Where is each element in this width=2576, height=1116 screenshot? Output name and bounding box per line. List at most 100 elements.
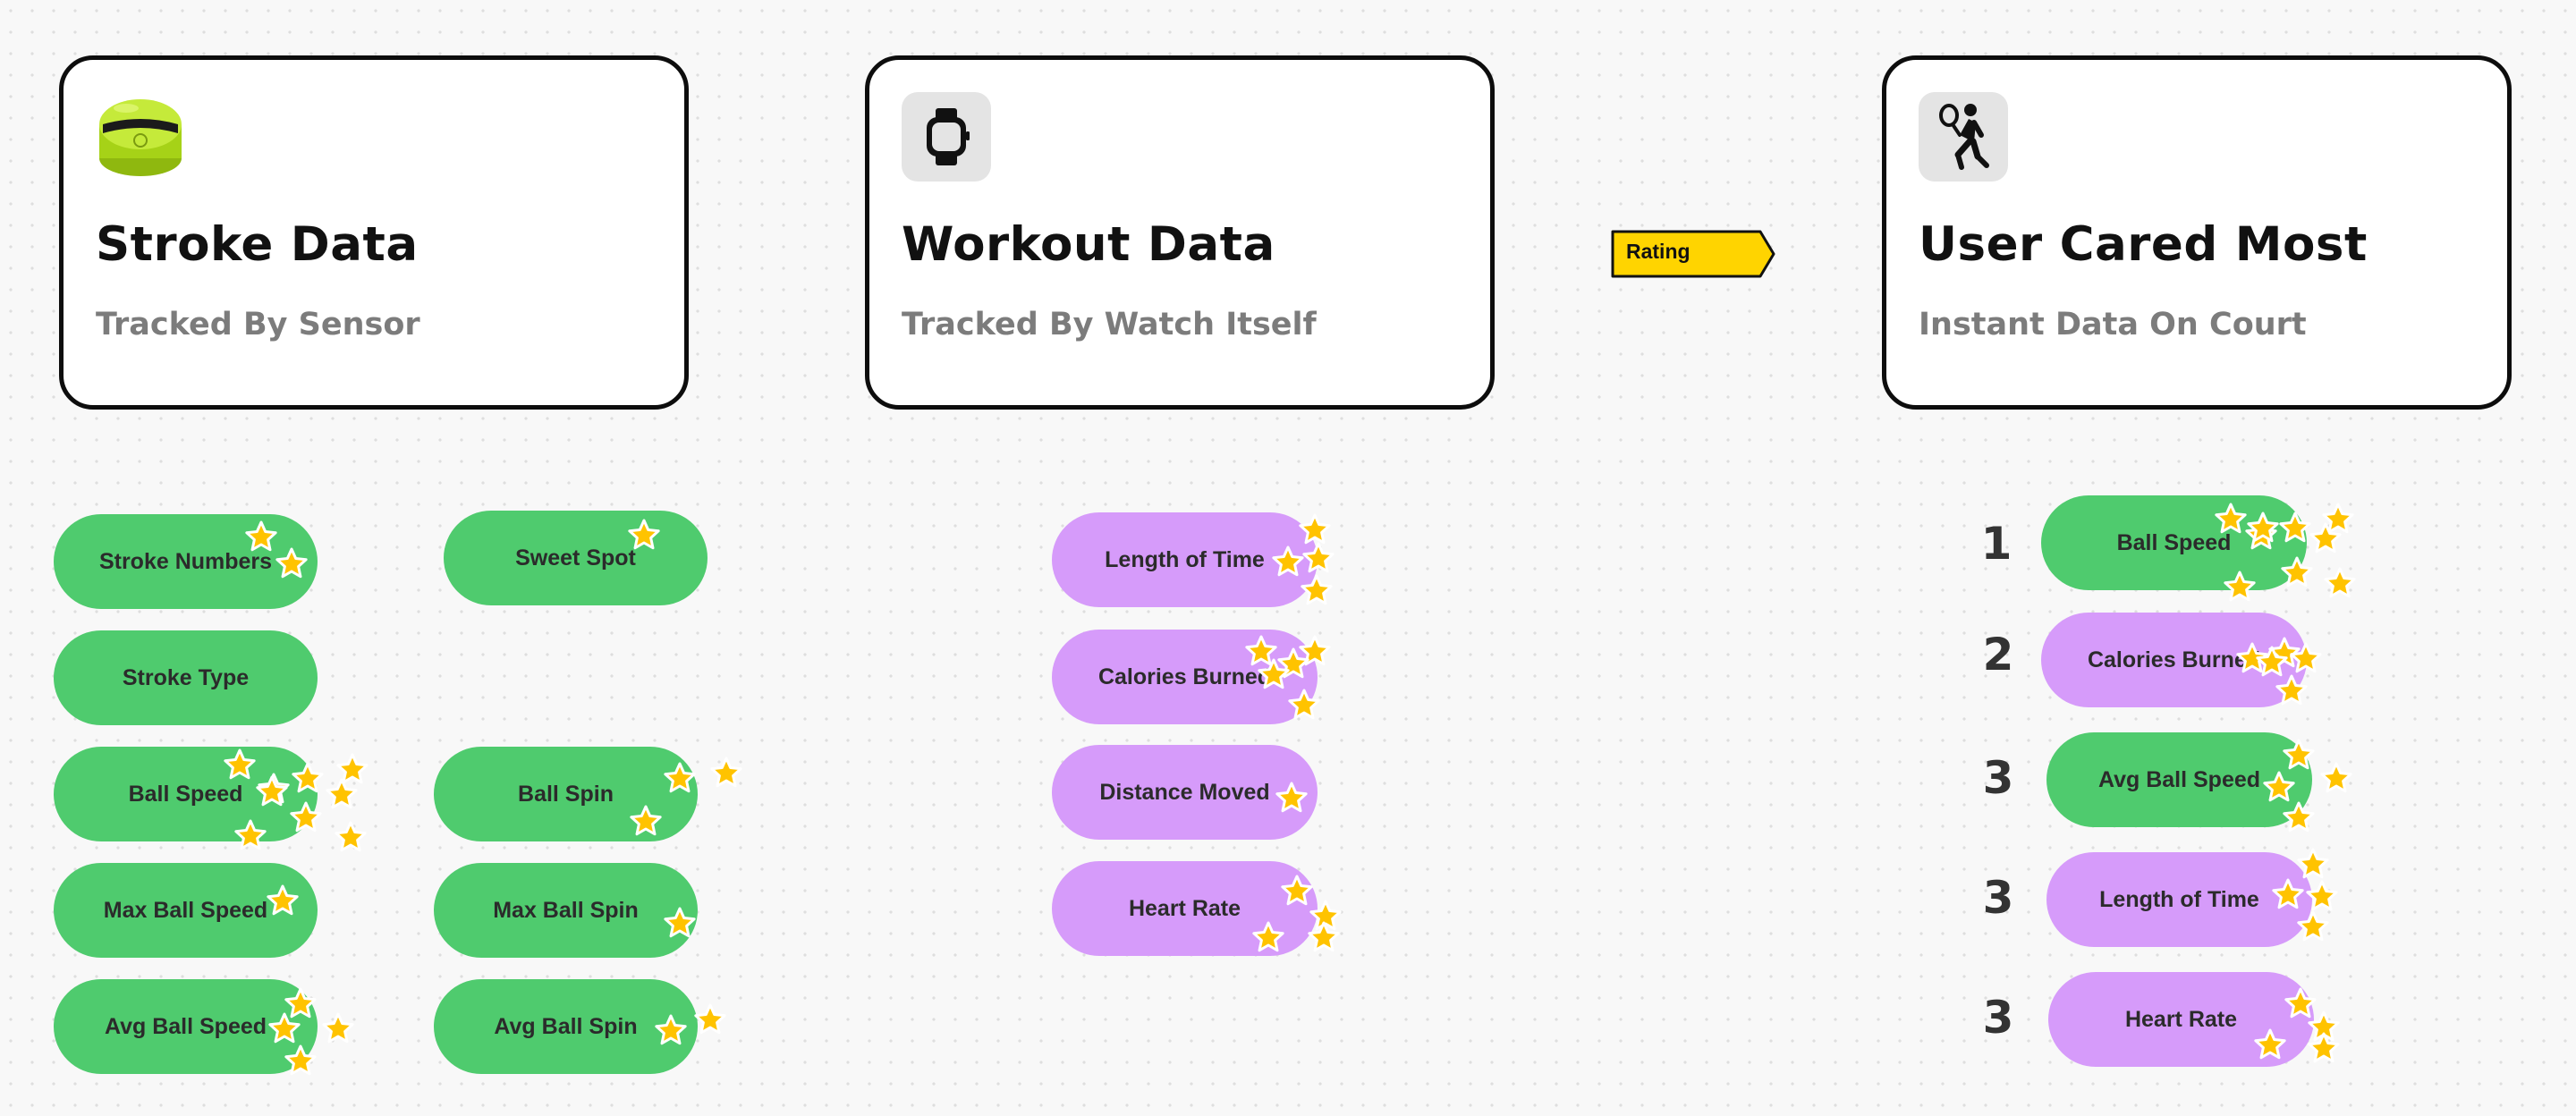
star-icon bbox=[2281, 556, 2313, 588]
tennis-player-icon bbox=[1919, 92, 2008, 182]
star-icon bbox=[1299, 635, 1331, 666]
pill-label: Length of Time bbox=[1105, 546, 1265, 572]
stroke-data-card: Stroke Data Tracked By Sensor bbox=[59, 55, 689, 410]
card-title: Stroke Data bbox=[96, 217, 419, 272]
star-icon bbox=[1252, 921, 1284, 952]
star-icon bbox=[290, 801, 322, 833]
star-icon bbox=[2215, 503, 2247, 534]
pill-label: Ball Speed bbox=[128, 781, 243, 807]
pill-label: Avg Ball Speed bbox=[2097, 766, 2261, 792]
star-icon bbox=[2256, 646, 2288, 677]
star-icon bbox=[1258, 658, 1290, 689]
star-icon bbox=[224, 748, 256, 780]
star-icon bbox=[2254, 1028, 2286, 1060]
star-icon bbox=[1272, 545, 1304, 577]
star-icon bbox=[2308, 1032, 2340, 1063]
star-icon bbox=[284, 1044, 317, 1076]
star-icon bbox=[1281, 875, 1313, 906]
star-icon bbox=[710, 757, 742, 788]
star-icon bbox=[284, 987, 317, 1019]
star-icon bbox=[2297, 848, 2329, 879]
star-icon bbox=[694, 1003, 726, 1035]
rank-number: 3 bbox=[1982, 872, 2014, 924]
star-icon bbox=[628, 519, 660, 550]
pill-label: Sweet Spot bbox=[515, 545, 636, 571]
star-icon bbox=[2247, 512, 2279, 543]
stroke-pill-ball-speed: Ball Speed bbox=[54, 747, 318, 841]
star-icon bbox=[2309, 522, 2342, 554]
star-icon bbox=[2263, 771, 2295, 802]
pill-label: Calories Burned bbox=[1097, 664, 1272, 689]
pill-label: Ball Speed bbox=[2116, 529, 2232, 555]
rating-tag-label: Rating bbox=[1626, 240, 1690, 263]
star-icon bbox=[234, 819, 267, 850]
rank-number: 3 bbox=[1982, 992, 2014, 1044]
star-icon bbox=[630, 805, 662, 836]
star-icon bbox=[292, 762, 324, 793]
rating-tag: Rating bbox=[1610, 229, 1776, 279]
card-title: User Cared Most bbox=[1919, 217, 2368, 272]
star-icon bbox=[1302, 542, 1335, 573]
star-icon bbox=[268, 1012, 301, 1044]
star-icon bbox=[2290, 642, 2322, 673]
star-icon bbox=[1299, 513, 1331, 545]
star-icon bbox=[2284, 987, 2317, 1019]
star-icon bbox=[336, 753, 369, 784]
star-icon bbox=[2283, 801, 2315, 833]
ranked-pill-length-of-time: Length of Time bbox=[2046, 852, 2312, 947]
rank-number: 3 bbox=[1982, 752, 2014, 804]
pill-label: Max Ball Speed bbox=[103, 897, 268, 923]
rank-number: 2 bbox=[1982, 629, 2014, 681]
star-icon bbox=[322, 1012, 354, 1044]
star-icon bbox=[326, 778, 358, 809]
pill-label: Ball Spin bbox=[518, 781, 614, 807]
stroke-pill-avg-ball-spin: Avg Ball Spin bbox=[434, 979, 698, 1074]
star-icon bbox=[1275, 782, 1308, 813]
pill-label: Heart Rate bbox=[1128, 895, 1241, 921]
star-icon bbox=[2279, 512, 2311, 543]
star-icon bbox=[2297, 910, 2329, 942]
stroke-pill-max-ball-spin: Max Ball Spin bbox=[434, 863, 698, 958]
star-icon bbox=[2320, 762, 2352, 793]
star-icon bbox=[256, 775, 288, 807]
pill-label: Stroke Numbers bbox=[98, 548, 273, 574]
star-icon bbox=[2272, 878, 2304, 909]
star-icon bbox=[245, 520, 277, 552]
card-subtitle: Tracked By Watch Itself bbox=[902, 307, 1317, 342]
star-icon bbox=[1308, 921, 1340, 952]
pill-label: Heart Rate bbox=[2124, 1006, 2238, 1032]
pill-label: Avg Ball Speed bbox=[104, 1013, 267, 1039]
pill-label: Calories Burned bbox=[2087, 647, 2261, 672]
card-subtitle: Instant Data On Court bbox=[1919, 307, 2307, 342]
card-subtitle: Tracked By Sensor bbox=[96, 307, 420, 342]
ranked-pill-avg-ball-speed: Avg Ball Speed bbox=[2046, 732, 2312, 827]
pill-label: Avg Ball Spin bbox=[494, 1013, 638, 1039]
star-icon bbox=[1301, 574, 1333, 605]
rank-number: 1 bbox=[1980, 518, 2012, 570]
stroke-pill-stroke-numbers: Stroke Numbers bbox=[54, 514, 318, 609]
star-icon bbox=[655, 1014, 687, 1045]
stroke-pill-max-ball-speed: Max Ball Speed bbox=[54, 863, 318, 958]
stroke-pill-sweet-spot: Sweet Spot bbox=[444, 511, 708, 605]
star-icon bbox=[1245, 635, 1277, 666]
tennis-sensor-icon bbox=[96, 94, 185, 183]
workout-pill-length-of-time: Length of Time bbox=[1052, 512, 1318, 607]
smartwatch-icon bbox=[902, 92, 991, 182]
star-icon bbox=[1288, 689, 1320, 720]
star-icon bbox=[335, 821, 367, 852]
card-title: Workout Data bbox=[902, 217, 1275, 272]
star-icon bbox=[2322, 503, 2354, 534]
star-icon bbox=[2275, 674, 2308, 706]
pill-label: Length of Time bbox=[2099, 886, 2259, 912]
star-icon bbox=[275, 547, 308, 579]
star-icon bbox=[2324, 567, 2356, 598]
star-icon bbox=[2283, 739, 2315, 770]
workout-pill-heart-rate: Heart Rate bbox=[1052, 861, 1318, 956]
pill-label: Max Ball Spin bbox=[493, 897, 639, 923]
star-icon bbox=[2306, 880, 2338, 911]
star-icon bbox=[2224, 571, 2256, 602]
star-icon bbox=[267, 884, 299, 916]
pill-label: Stroke Type bbox=[122, 664, 250, 690]
star-icon bbox=[2236, 642, 2268, 673]
star-icon bbox=[664, 907, 696, 938]
